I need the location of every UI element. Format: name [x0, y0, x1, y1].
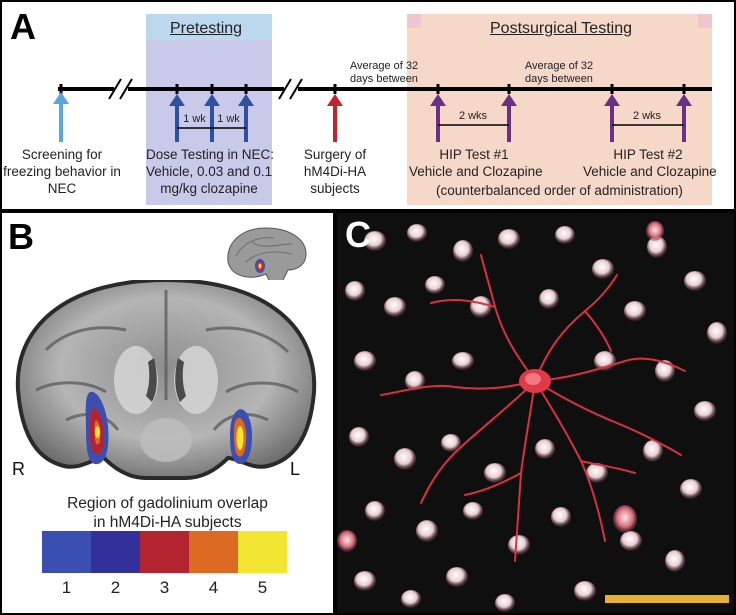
surgery-label-line1: Surgery of — [303, 147, 367, 162]
scale-label-1: 1 — [61, 578, 72, 597]
overlap-scale-labels: 1 2 3 4 5 — [42, 578, 287, 598]
screening-label-line3: NEC — [47, 181, 77, 196]
overlap-blob-left-hemisphere — [230, 409, 252, 464]
dose-arrow-2 — [204, 94, 220, 142]
postsurgical-corner-right — [698, 14, 712, 28]
scale-bar — [605, 595, 729, 603]
neuron-micrograph — [335, 211, 736, 615]
side-label-left: L — [290, 459, 301, 479]
panel-c — [335, 211, 736, 615]
overlap-blob-right-hemisphere — [85, 391, 109, 465]
hip1-label-line2: Vehicle and Clozapine — [409, 164, 543, 179]
panel-b-letter: B — [8, 216, 34, 257]
one-week-label-1: 1 wk — [183, 113, 206, 125]
hip2-label-line2: Vehicle and Clozapine — [583, 164, 717, 179]
surgery-label-line3: subjects — [310, 181, 360, 196]
postsurgical-corner-left — [407, 14, 421, 28]
timeline-ticks — [59, 84, 686, 94]
surgery-label-line2: hM4Di-HA — [303, 164, 367, 179]
scale-swatch-3 — [140, 531, 189, 573]
overlap-color-scale — [42, 531, 287, 573]
two-weeks-label-2: 2 wks — [632, 110, 662, 122]
panel-c-micrograph — [335, 211, 736, 615]
panel-b — [0, 211, 335, 615]
scale-label-2: 2 — [110, 578, 121, 597]
scale-label-4: 4 — [208, 578, 219, 597]
red-neuron — [380, 254, 686, 562]
timeline-diagram — [53, 78, 712, 142]
avg-days-label-2: Average of 32 days between — [524, 60, 594, 85]
overlap-caption-line2: in hM4Di-HA subjects — [93, 514, 242, 531]
scale-label-3: 3 — [159, 578, 170, 597]
surgery-arrow — [327, 94, 343, 142]
scale-swatch-4 — [189, 531, 238, 573]
screening-label-line1: Screening for — [21, 147, 103, 162]
panel-a-letter: A — [10, 6, 36, 47]
side-label-right: R — [12, 459, 25, 479]
postsurgical-box — [407, 14, 712, 205]
counterbalanced-note: (counterbalanced order of administration… — [436, 183, 683, 198]
monkey-brain-sagittal-inset — [227, 227, 307, 287]
pretesting-title: Pretesting — [170, 20, 243, 37]
screening-label-line2: freezing behavior in — [3, 164, 121, 179]
screening-arrow — [53, 92, 69, 142]
two-weeks-label-1: 2 wks — [458, 110, 488, 122]
dose-label-line3: mg/kg clozapine — [160, 181, 258, 196]
overlap-caption-line1: Region of gadolinium overlap — [67, 495, 268, 512]
pretesting-header-band — [146, 14, 272, 40]
hip2-label-line1: HIP Test #2 — [613, 147, 683, 162]
one-week-label-2: 1 wk — [217, 113, 240, 125]
dose-label-line1: Dose Testing in NEC: — [146, 147, 275, 162]
scale-swatch-2 — [91, 531, 140, 573]
scale-label-5: 5 — [257, 578, 268, 597]
scale-swatch-5 — [238, 531, 287, 573]
avg-days-label-1: Average of 32 days between — [349, 60, 419, 85]
hip1-arrow-a — [430, 94, 446, 142]
pretesting-box — [146, 14, 272, 205]
hip2-arrow-b — [676, 94, 692, 142]
dose-label-line2: Vehicle, 0.03 and 0.1 — [146, 164, 273, 179]
timeline-break-2 — [278, 78, 303, 100]
scale-swatch-1 — [42, 531, 91, 573]
dose-arrow-3 — [238, 94, 254, 142]
timeline-break-1 — [108, 78, 133, 100]
hip1-arrow-b — [501, 94, 517, 142]
panel-a — [0, 0, 736, 211]
hip2-arrow-a — [604, 94, 620, 142]
panel-c-letter: C — [345, 214, 371, 255]
postsurgical-title: Postsurgical Testing — [490, 20, 632, 37]
coronal-mri-slice — [6, 280, 332, 495]
dose-arrow-1 — [169, 94, 185, 142]
hip1-label-line1: HIP Test #1 — [439, 147, 509, 162]
